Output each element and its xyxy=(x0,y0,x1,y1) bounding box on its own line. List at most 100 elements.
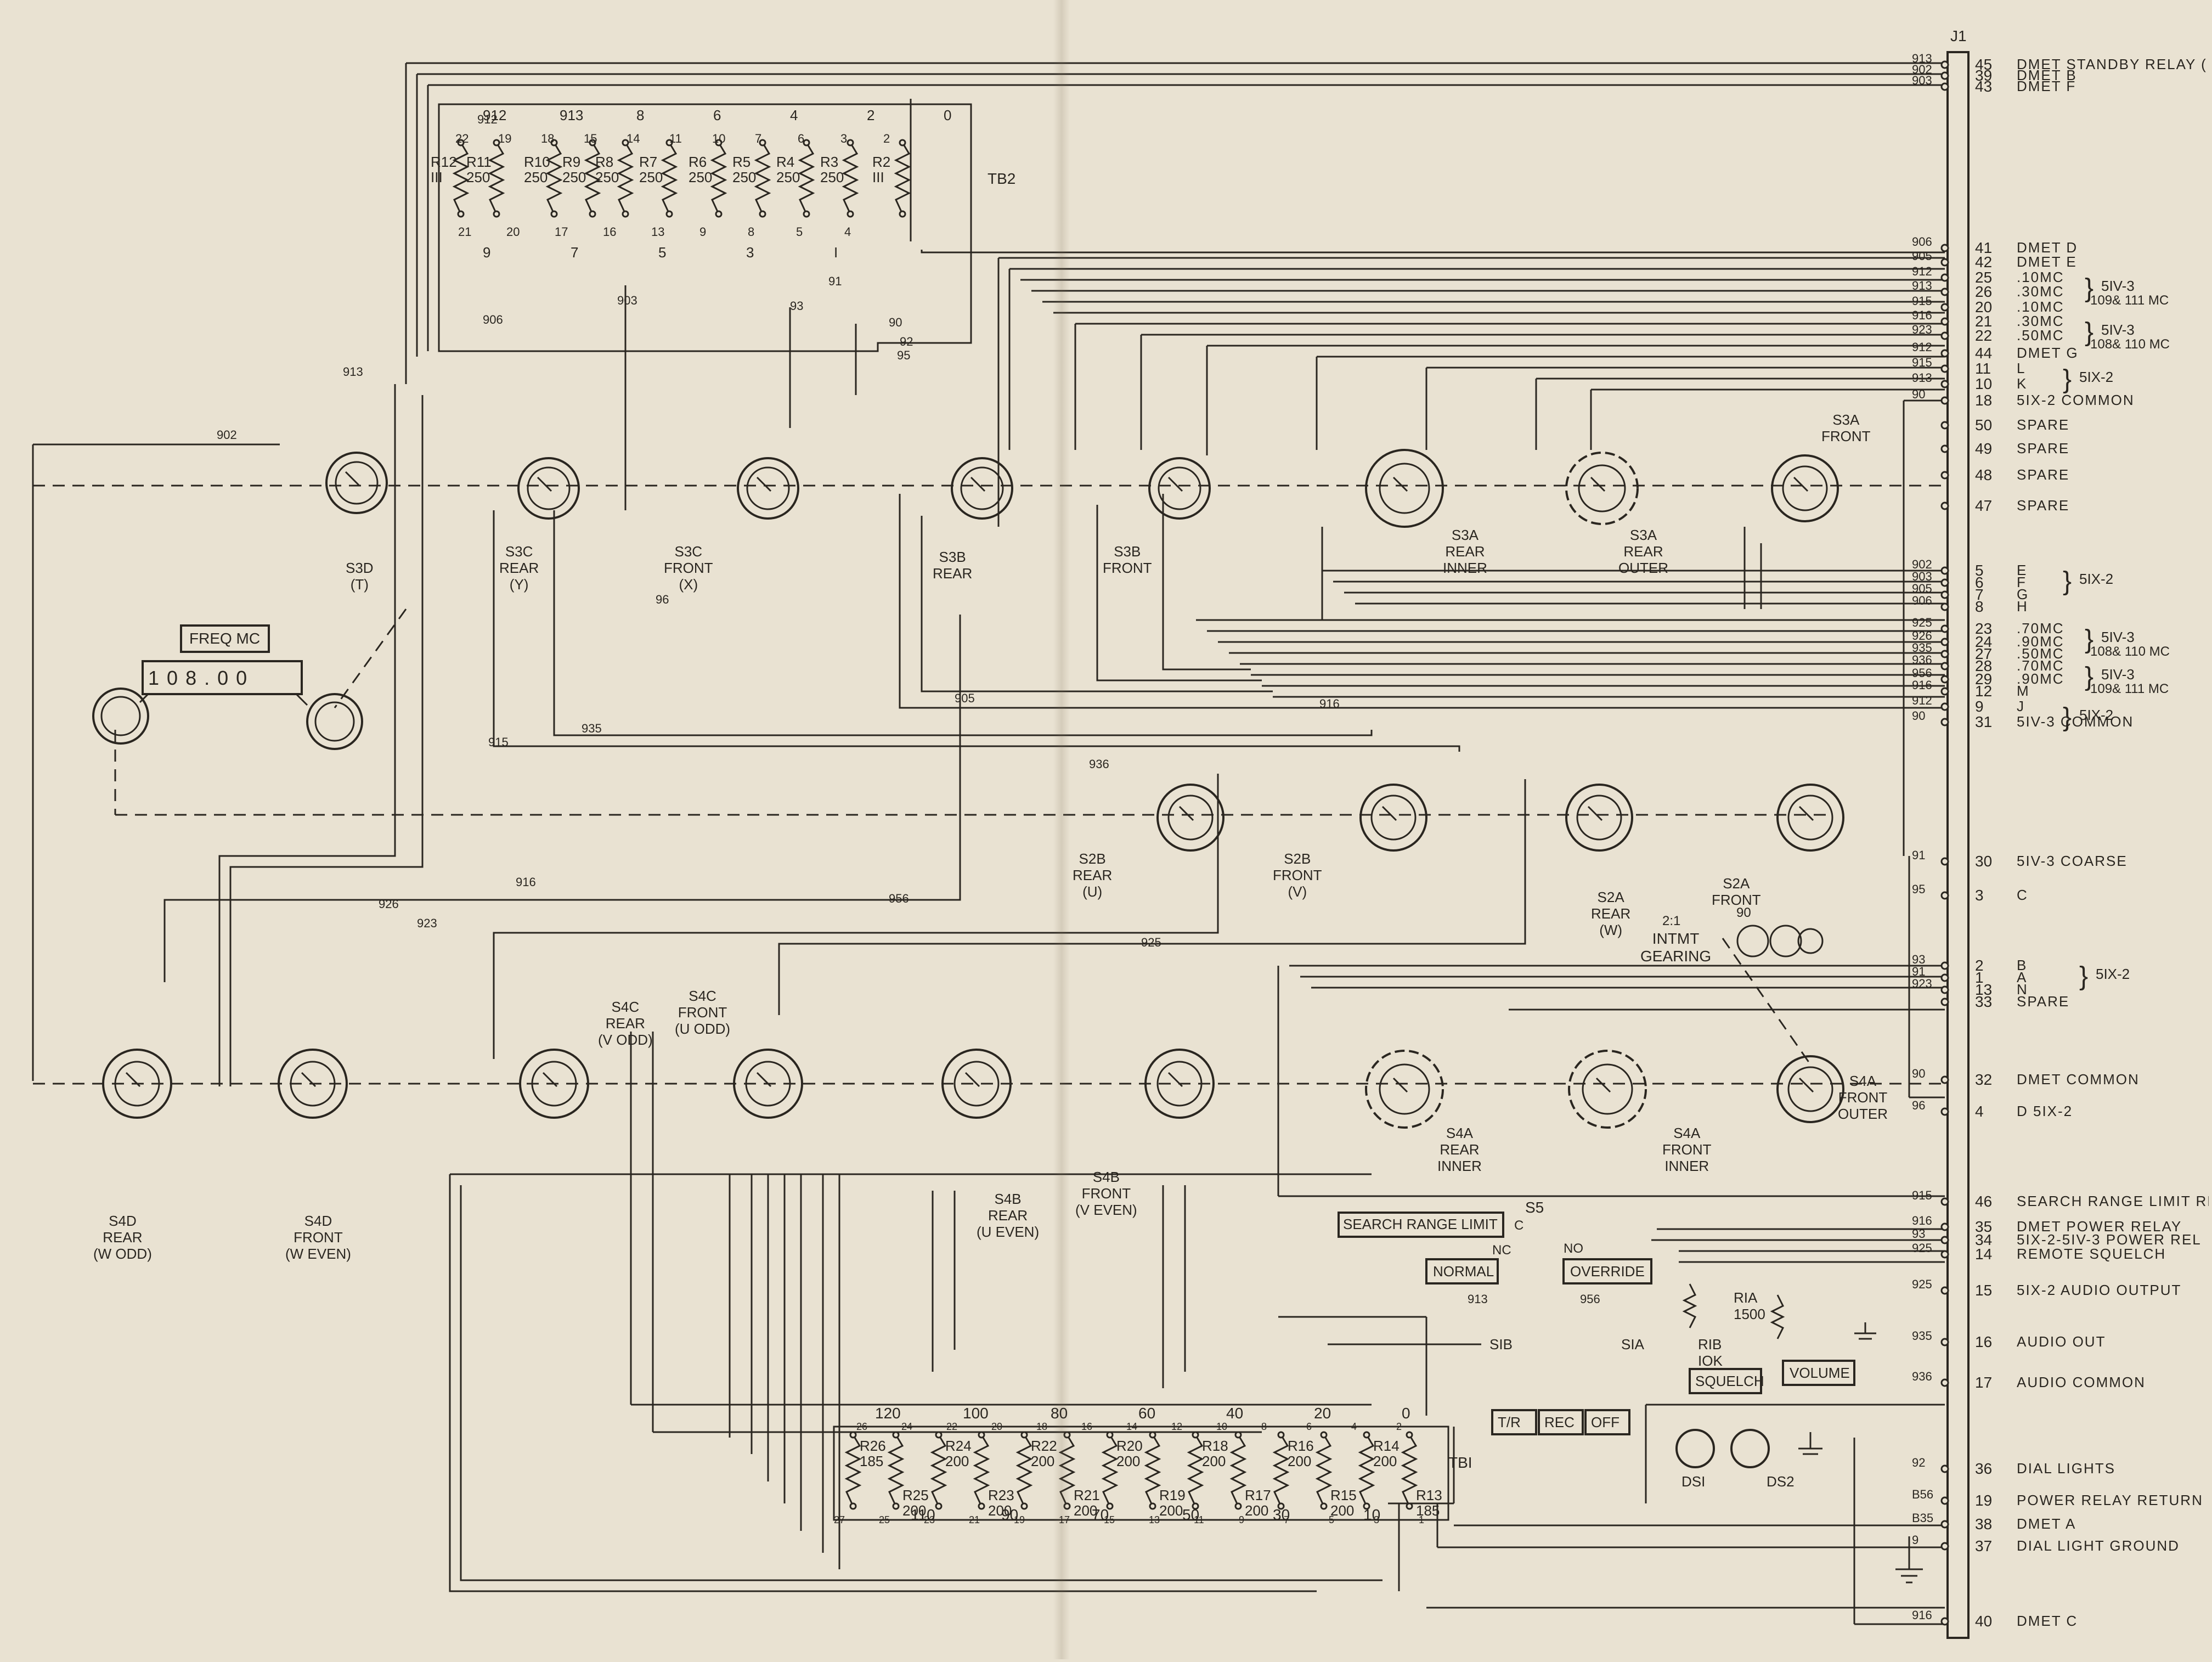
j1-wire-number: 93 xyxy=(1912,1227,1926,1241)
tb1-term-number: 26 xyxy=(856,1421,868,1432)
j1-pin-number: 40 xyxy=(1975,1613,1993,1630)
tb2-resistor-value: III xyxy=(431,169,443,185)
j1-wire-number: 913 xyxy=(1912,279,1932,292)
tb2-terminal xyxy=(622,139,629,147)
j1-pin-label: DMET E xyxy=(2017,253,2077,270)
rec-box xyxy=(1538,1409,1584,1435)
j1-pin-label: 5IV-3 COMMON xyxy=(2017,713,2134,730)
switch-s2a-rear xyxy=(1565,784,1633,852)
j1-pin-number: 27 xyxy=(1975,645,1993,662)
switch-label-line: REAR xyxy=(933,565,973,582)
tb1-resistor-value: 200 xyxy=(1031,1453,1055,1469)
j1-wire-number: 903 xyxy=(1912,570,1932,583)
j1-pin-terminal xyxy=(1940,1107,1949,1116)
tb1-resistor-value: 200 xyxy=(1288,1453,1312,1469)
j1-pin-label: 5IV-3 COARSE xyxy=(2017,853,2128,869)
page-fold xyxy=(1053,0,1070,1659)
tb2-lines xyxy=(624,99,1945,510)
switch-label-line: OUTER xyxy=(1838,1106,1888,1122)
tb2-step-bottom: 3 xyxy=(746,244,754,261)
j1-pin-terminal xyxy=(1940,891,1949,900)
tb1-term-number: 25 xyxy=(879,1514,890,1525)
off-label: OFF xyxy=(1591,1414,1620,1430)
freq-digits: 108.00 xyxy=(148,667,255,690)
tb1-resistor xyxy=(1144,1434,1161,1507)
tb1-terminal xyxy=(1320,1502,1328,1510)
tb1-step-top: 80 xyxy=(1051,1405,1068,1422)
pot-volume xyxy=(1770,1294,1785,1339)
switch-s3c-rear xyxy=(517,457,580,520)
tb1-resistor xyxy=(1058,1434,1076,1507)
j1-wire-number: 925 xyxy=(1912,616,1932,629)
switch-label-line: S4B xyxy=(994,1191,1022,1207)
j1-wire-number: 91 xyxy=(1912,965,1926,978)
tb1-terminal xyxy=(1406,1502,1413,1510)
tb2-resistor xyxy=(710,142,727,215)
j1-pin-number: 22 xyxy=(1975,327,1993,344)
switch-label-line: (U) xyxy=(1082,883,1103,900)
j1-pin-label: POWER RELAY RETURN xyxy=(2017,1492,2203,1508)
j1-pin-number: 49 xyxy=(1975,440,1993,457)
j1-group-sub: 109& 111 MC xyxy=(2090,293,2169,308)
switch-label-line: S3A xyxy=(1629,527,1657,543)
right-bus xyxy=(998,257,1945,402)
tb2-terminal xyxy=(847,210,854,218)
switch-label-line: REAR xyxy=(988,1207,1028,1224)
j1-pin-terminal xyxy=(1940,396,1949,405)
tb1-term-number: 7 xyxy=(1284,1514,1290,1525)
tb2-resistor xyxy=(584,142,601,215)
switch-label-line: (V EVEN) xyxy=(1075,1202,1137,1218)
j1-wire-number: 90 xyxy=(1912,387,1926,401)
j1-group-brace: } xyxy=(2063,567,2072,596)
wire-number-label: 923 xyxy=(417,916,437,930)
tb1-resistor-name: R13 xyxy=(1416,1487,1442,1503)
tb1-term-number: 4 xyxy=(1351,1421,1357,1432)
switch-label-line: (V) xyxy=(1288,883,1307,900)
tb1-term-number: 20 xyxy=(991,1421,1003,1432)
tb1-resistor-name: R21 xyxy=(1074,1487,1100,1503)
wire-number-label: 935 xyxy=(582,722,602,735)
tb2-resistor xyxy=(754,142,771,215)
tb1-resistor-value: 200 xyxy=(945,1453,969,1469)
wire-number-label: 936 xyxy=(1089,757,1109,771)
j1-pin-number: 4 xyxy=(1975,1103,1984,1120)
switch-s3b-front xyxy=(1148,457,1211,520)
switch-label-line: (W EVEN) xyxy=(285,1246,351,1262)
tb1-terminal xyxy=(1192,1431,1199,1439)
switch-label-line: INNER xyxy=(1443,560,1487,576)
switch-label-line: REAR xyxy=(1623,543,1663,560)
switch-label-line: S3A xyxy=(1832,412,1860,428)
tb1-terminal xyxy=(1149,1502,1156,1510)
tb1-resistor xyxy=(1101,1434,1119,1507)
intmt-gear-2 xyxy=(1769,925,1802,957)
tb2-resistor-name: R4 xyxy=(776,154,795,170)
switch-label-line: FRONT xyxy=(1081,1185,1131,1202)
tb2-terminal xyxy=(665,139,673,147)
r1a-label: RIA 1500 xyxy=(1734,1289,1765,1322)
tb1-term-number: 24 xyxy=(901,1421,913,1432)
j1-wire-number: 93 xyxy=(1912,953,1926,966)
switch-label-line: INNER xyxy=(1664,1158,1709,1174)
tb2-top-term: 14 xyxy=(627,132,640,145)
ds1-label: DSI xyxy=(1681,1473,1706,1490)
switch-label-line: S3A xyxy=(1451,527,1479,543)
freq-digit-5: 0 xyxy=(236,667,255,689)
switch-label-line: INNER xyxy=(1437,1158,1482,1174)
tb1-term-number: 15 xyxy=(1104,1514,1115,1525)
tb2-top-term: 3 xyxy=(840,132,848,145)
j1-wire-number: 916 xyxy=(1912,1608,1932,1622)
tb2-terminal xyxy=(759,210,766,218)
switch-label-line: S4B xyxy=(1092,1169,1120,1185)
j1-wire-number: 915 xyxy=(1912,294,1932,308)
switch-label-line: (U ODD) xyxy=(675,1021,731,1037)
wire-number-label: 905 xyxy=(955,691,975,705)
tb1-step-bottom: 70 xyxy=(1092,1506,1109,1523)
intmt-wire: 90 xyxy=(1736,905,1751,920)
tb2-terminal xyxy=(803,210,810,218)
tb1-step-bottom: 10 xyxy=(1363,1506,1381,1523)
